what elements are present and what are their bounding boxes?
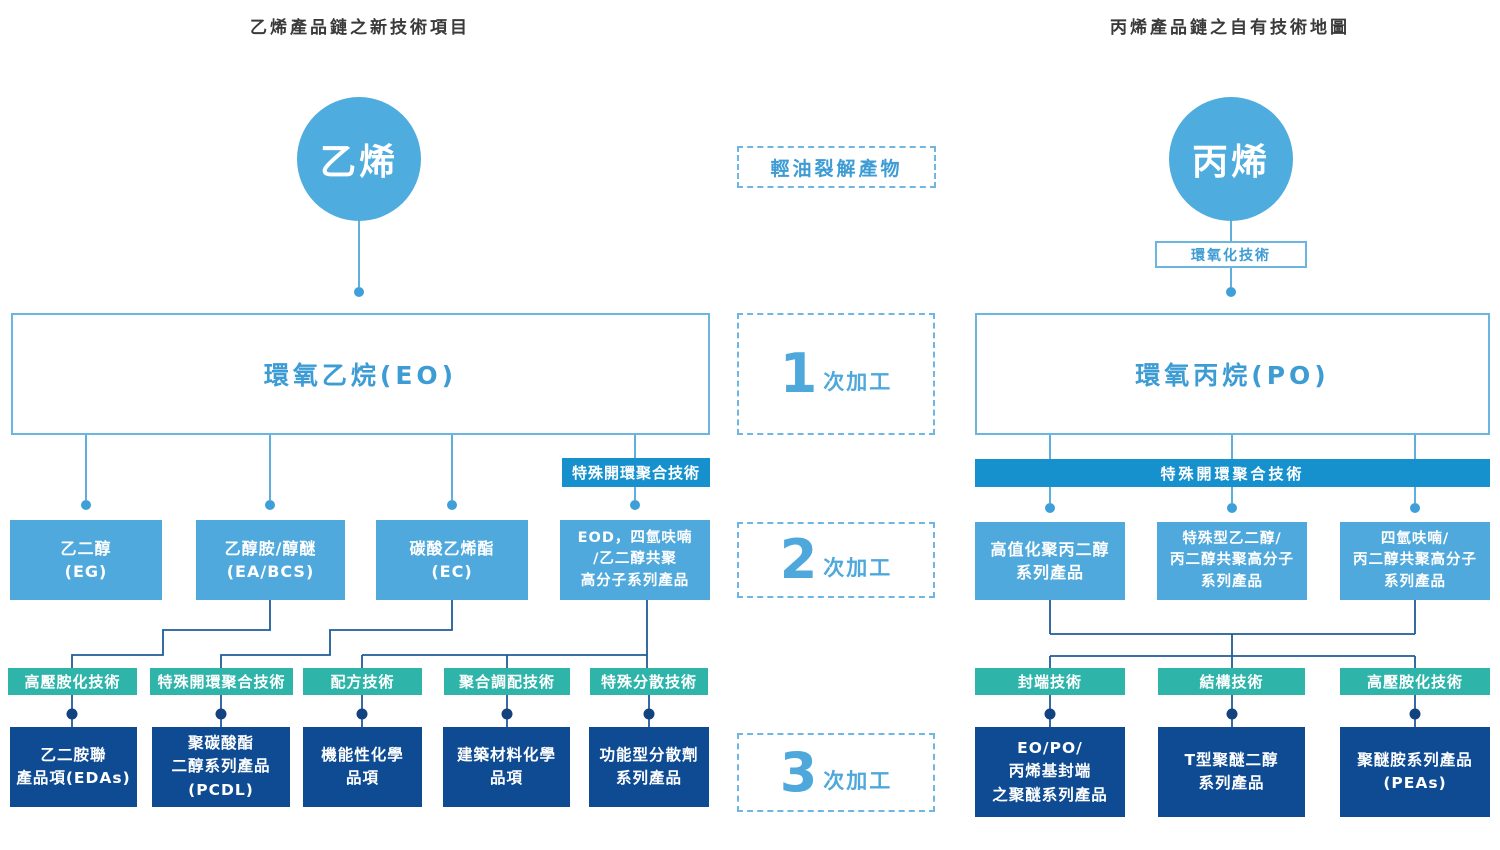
stage-2-suffix: 次加工 [823, 556, 893, 580]
tech-label-ring-opening: 特殊開環聚合技術 [150, 668, 293, 695]
peas-box: 聚醚胺系列產品 (PEAs) [1340, 727, 1490, 817]
stage-2-box: 2 次加工 [737, 522, 935, 598]
routing-lines [71, 600, 1416, 727]
eg-box: 乙二醇 (EG) [10, 520, 162, 600]
tech-label-amination-right: 高壓胺化技術 [1340, 668, 1490, 695]
stage-1-suffix: 次加工 [823, 370, 893, 394]
thf-pg-copolymer-box: 四氫呋喃/ 丙二醇共聚高分子 系列產品 [1340, 522, 1490, 600]
capped-polyether-box: EO/PO/ 丙烯基封端 之聚醚系列產品 [975, 727, 1125, 817]
pcdl-box: 聚碳酸酯 二醇系列產品 (PCDL) [152, 727, 290, 807]
ec-box: 碳酸乙烯酯 (EC) [376, 520, 528, 600]
polypropylene-glycol-box: 高值化聚丙二醇 系列產品 [975, 522, 1125, 600]
feedstock-label: 輕油裂解產物 [737, 146, 936, 188]
stage-1-number: 1 [779, 342, 818, 405]
ethylene-circle: 乙烯 [297, 97, 421, 221]
stage-3-box: 3 次加工 [737, 733, 935, 812]
special-eg-pg-copolymer-box: 特殊型乙二醇/ 丙二醇共聚高分子 系列產品 [1157, 522, 1307, 600]
tech-label-dispersion: 特殊分散技術 [590, 668, 708, 695]
stage-3-suffix: 次加工 [823, 768, 893, 793]
right-ring-opening-tech-bar: 特殊開環聚合技術 [975, 459, 1490, 487]
edas-box: 乙二胺聯 產品項(EDAs) [10, 727, 137, 807]
dispersant-series-box: 功能型分散劑 系列產品 [589, 727, 709, 807]
right-chain-title: 丙烯產品鏈之自有技術地圖 [1110, 17, 1350, 38]
epoxidation-tech-label: 環氧化技術 [1155, 241, 1307, 268]
stage-1-box: 1 次加工 [737, 313, 935, 435]
eo-box: 環氧乙烷(EO) [11, 313, 710, 435]
left-chain-title: 乙烯產品鏈之新技術項目 [250, 17, 470, 38]
propylene-circle: 丙烯 [1169, 97, 1293, 221]
stage-2-number: 2 [779, 528, 818, 591]
connector-dot-dark [66, 708, 1421, 720]
tech-label-amination-left: 高壓胺化技術 [8, 668, 137, 695]
tech-label-formulation: 配方技術 [303, 668, 422, 695]
tech-label-structure: 結構技術 [1158, 668, 1305, 695]
t-type-polyether-diol-box: T型聚醚二醇 系列產品 [1158, 727, 1305, 817]
tech-label-polymer-blending: 聚合調配技術 [444, 668, 570, 695]
ea-bcs-box: 乙醇胺/醇醚 (EA/BCS) [196, 520, 345, 600]
functional-chemicals-box: 機能性化學 品項 [303, 727, 422, 807]
construction-chemicals-box: 建築材料化學 品項 [443, 727, 570, 807]
po-box: 環氧丙烷(PO) [975, 313, 1490, 435]
stage-3-number: 3 [779, 740, 818, 804]
tech-label-end-capping: 封端技術 [975, 668, 1125, 695]
left-ring-opening-tech-label: 特殊開環聚合技術 [562, 458, 710, 487]
eod-box: EOD，四氫呋喃 /乙二醇共聚 高分子系列產品 [560, 520, 710, 600]
